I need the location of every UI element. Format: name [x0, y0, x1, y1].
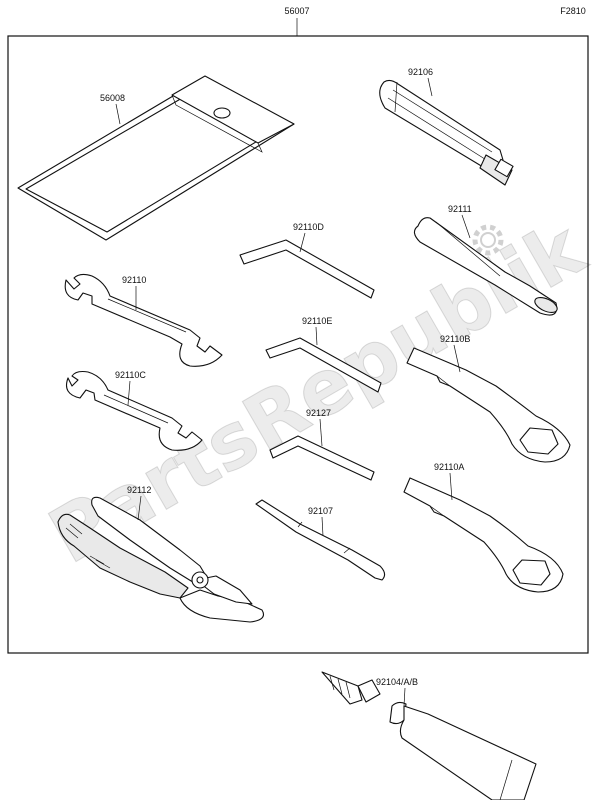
leader-hex-key — [319, 418, 323, 447]
figure-code: F2810 — [560, 6, 586, 16]
leader-hex-key-d — [299, 232, 306, 253]
label-extension: 92111 — [448, 204, 472, 214]
tool-pouch — [17, 75, 295, 241]
label-screwdriver: 92107 — [308, 506, 333, 516]
extension-bar — [413, 217, 558, 316]
gear-icon — [472, 224, 504, 256]
leader-screwdriver — [321, 516, 324, 537]
leader-box-wrench-a — [449, 472, 453, 501]
pliers — [57, 496, 265, 623]
box-wrench-a — [403, 477, 564, 593]
label-kit: 56007 — [284, 6, 309, 16]
label-pliers: 92112 — [127, 485, 151, 495]
puncture-repair-kit — [321, 671, 537, 800]
label-wrench-c: 92110C — [115, 370, 146, 380]
screwdriver — [255, 499, 386, 581]
label-hex-key-e: 92110E — [302, 316, 332, 326]
label-box-wrench-b: 92110B — [440, 334, 470, 344]
leader-screwdriver-grip — [427, 77, 433, 97]
box-wrench-b — [406, 347, 571, 463]
screwdriver-grip — [379, 79, 514, 186]
hex-key-e — [265, 337, 382, 393]
leader-extension — [461, 214, 471, 239]
label-wrench: 92110 — [122, 275, 146, 285]
label-hex-key: 92127 — [306, 408, 331, 418]
label-pouch: 56008 — [100, 93, 125, 103]
leader-wrench-c — [127, 380, 131, 406]
leader-pliers — [137, 495, 142, 521]
label-box-wrench-a: 92110A — [434, 462, 464, 472]
leader-pouch — [115, 103, 121, 125]
leader-repair-kit — [403, 687, 406, 707]
label-repair-kit: 92104/A/B — [376, 677, 418, 687]
open-wrench — [64, 273, 223, 367]
leader-hex-key-e — [315, 326, 318, 346]
label-hex-key-d: 92110D — [293, 222, 324, 232]
hex-key-d — [239, 239, 375, 299]
kit-frame — [7, 35, 589, 654]
leader-box-wrench-b — [453, 344, 461, 373]
hex-key — [269, 435, 375, 481]
label-screwdriver-grip: 92106 — [408, 67, 433, 77]
open-wrench-c — [65, 370, 203, 451]
